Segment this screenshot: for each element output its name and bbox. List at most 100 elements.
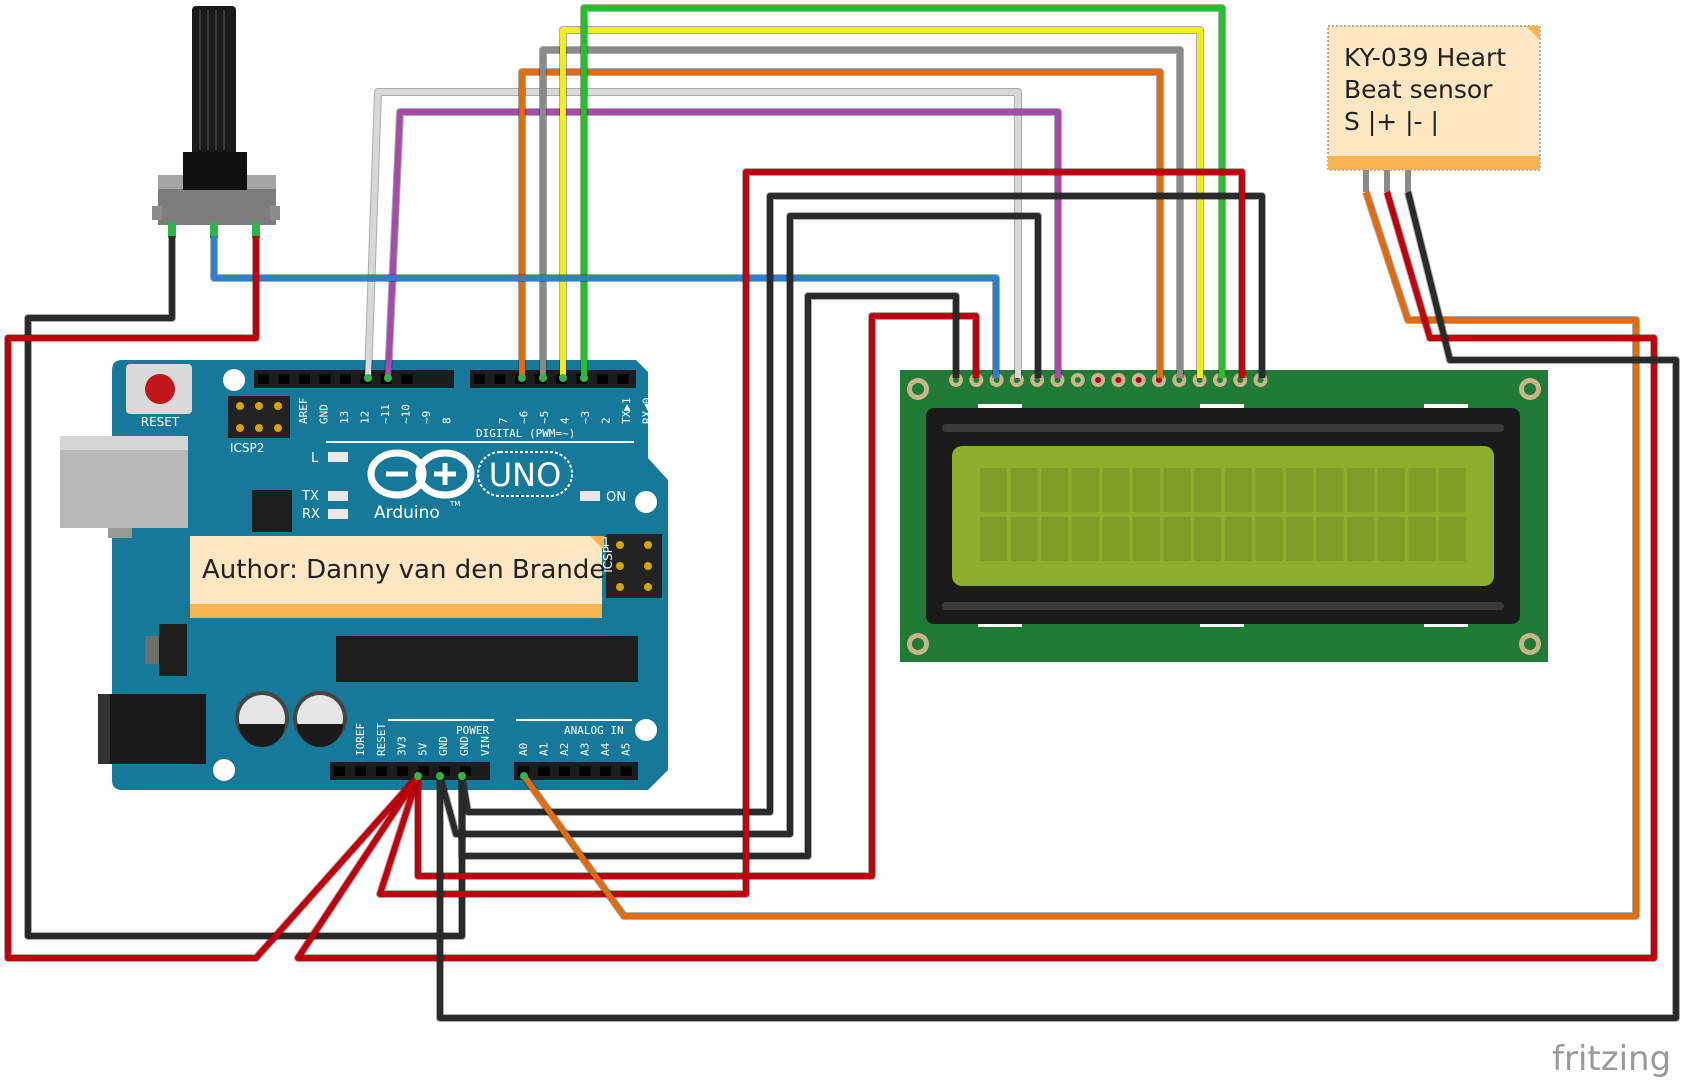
pin-label: 3V3	[396, 736, 409, 756]
lcd-char-cell	[1041, 468, 1069, 512]
fritzing-watermark: fritzing	[1552, 1039, 1671, 1079]
icsp-pin1-label: 1	[602, 535, 610, 549]
header-socket	[340, 374, 351, 384]
wire-end	[520, 772, 528, 780]
pin-label: ~10	[400, 404, 413, 424]
header-socket	[418, 766, 429, 776]
lcd-char-cell	[1439, 517, 1466, 561]
lcd-char-cell	[1102, 468, 1130, 512]
lcd-char-cell	[1408, 468, 1436, 512]
digital-header-right	[470, 370, 636, 388]
wires	[4, 4, 1680, 1022]
sensor-note: KY-039 Heart Beat sensor S |+ |- |	[1327, 25, 1541, 171]
lcd-char-cell	[1408, 517, 1436, 561]
sensor-pins	[1363, 170, 1411, 192]
header-socket	[494, 374, 506, 384]
author-note: Author: Danny van den Brande	[190, 536, 605, 618]
pin-label: GND	[437, 736, 450, 756]
wire	[295, 191, 1657, 961]
led-on	[580, 491, 600, 501]
wire	[385, 109, 1061, 379]
pin-label: TX▶1	[620, 398, 633, 425]
lcd-char-cell	[1377, 468, 1405, 512]
pin-label: A5	[620, 743, 633, 756]
wire-end	[539, 374, 547, 382]
sensor-note-line-2: Beat sensor	[1344, 75, 1493, 104]
led-l	[328, 452, 348, 462]
trademark: TM	[449, 500, 460, 508]
lcd-char-cell	[1316, 517, 1344, 561]
lcd-char-cell	[980, 517, 1007, 561]
lcd-screen	[952, 446, 1494, 586]
header-socket	[518, 766, 529, 776]
lcd-char-cell	[1286, 517, 1313, 561]
wire	[437, 191, 1679, 1021]
pin-label: A4	[599, 742, 612, 756]
icsp2-header	[228, 396, 290, 438]
header-socket	[474, 374, 485, 384]
pin-label: 13	[338, 411, 351, 424]
header-socket	[538, 766, 550, 776]
pin-label: GND	[458, 736, 471, 756]
wire	[560, 27, 1203, 378]
pin-label: AREF	[297, 398, 310, 425]
wire-end	[580, 374, 588, 382]
pin-label: IOREF	[354, 723, 367, 756]
led-on-label: ON	[606, 490, 626, 505]
wire-end	[436, 772, 444, 780]
lcd-char-cell	[1347, 517, 1375, 561]
mount-hole	[635, 719, 657, 741]
icsp2-label: ICSP2	[230, 441, 264, 455]
wire-end	[364, 374, 372, 382]
lcd-char-cell	[1194, 468, 1222, 512]
wire	[5, 236, 421, 961]
header-socket	[299, 374, 310, 384]
lcd-char-cell	[1255, 468, 1283, 512]
header-socket	[620, 766, 632, 776]
header-socket	[401, 374, 413, 384]
lcd-char-cell	[1224, 468, 1252, 512]
reset-label: RESET	[141, 415, 180, 429]
led-tx	[328, 491, 348, 501]
voltage-regulator	[159, 624, 187, 676]
header-socket	[559, 766, 570, 776]
header-socket	[439, 766, 450, 776]
pin-label: ~3	[579, 411, 592, 424]
header-socket	[334, 766, 345, 776]
pin-label: A2	[558, 743, 571, 756]
wire-end	[384, 374, 392, 382]
pin-label: 7	[497, 417, 510, 424]
pin-label: RESET	[375, 723, 388, 756]
lcd-char-cell	[1163, 517, 1191, 561]
wire	[211, 236, 999, 378]
wire-end	[414, 772, 422, 780]
pin-label: 2	[600, 417, 613, 424]
mount-hole	[223, 369, 245, 391]
lcd-char-cell	[1255, 517, 1283, 561]
lcd-char-cell	[1133, 517, 1160, 561]
lcd-char-cell	[1071, 468, 1099, 512]
wire	[365, 89, 1021, 379]
pin-label: ~11	[379, 404, 392, 424]
header-socket	[600, 766, 611, 776]
icsp-header	[606, 534, 662, 598]
wire	[459, 193, 1265, 815]
header-socket	[355, 766, 366, 776]
led-l-label: L	[311, 451, 319, 466]
pin-label: ~6	[518, 411, 531, 424]
pin-label: VIN	[479, 736, 492, 756]
usb-chip	[252, 490, 292, 532]
pin-label: 12	[359, 411, 372, 424]
arduino-logo	[367, 449, 475, 499]
header-socket	[397, 766, 408, 776]
pin-label: RX◀0	[641, 398, 654, 425]
wire	[521, 191, 1639, 919]
wire	[459, 293, 959, 859]
uno-badge	[477, 451, 573, 497]
wire	[415, 313, 979, 879]
mount-hole	[635, 491, 657, 513]
capacitor	[235, 691, 289, 747]
wire	[377, 169, 1245, 897]
lcd-char-cell	[980, 468, 1007, 512]
